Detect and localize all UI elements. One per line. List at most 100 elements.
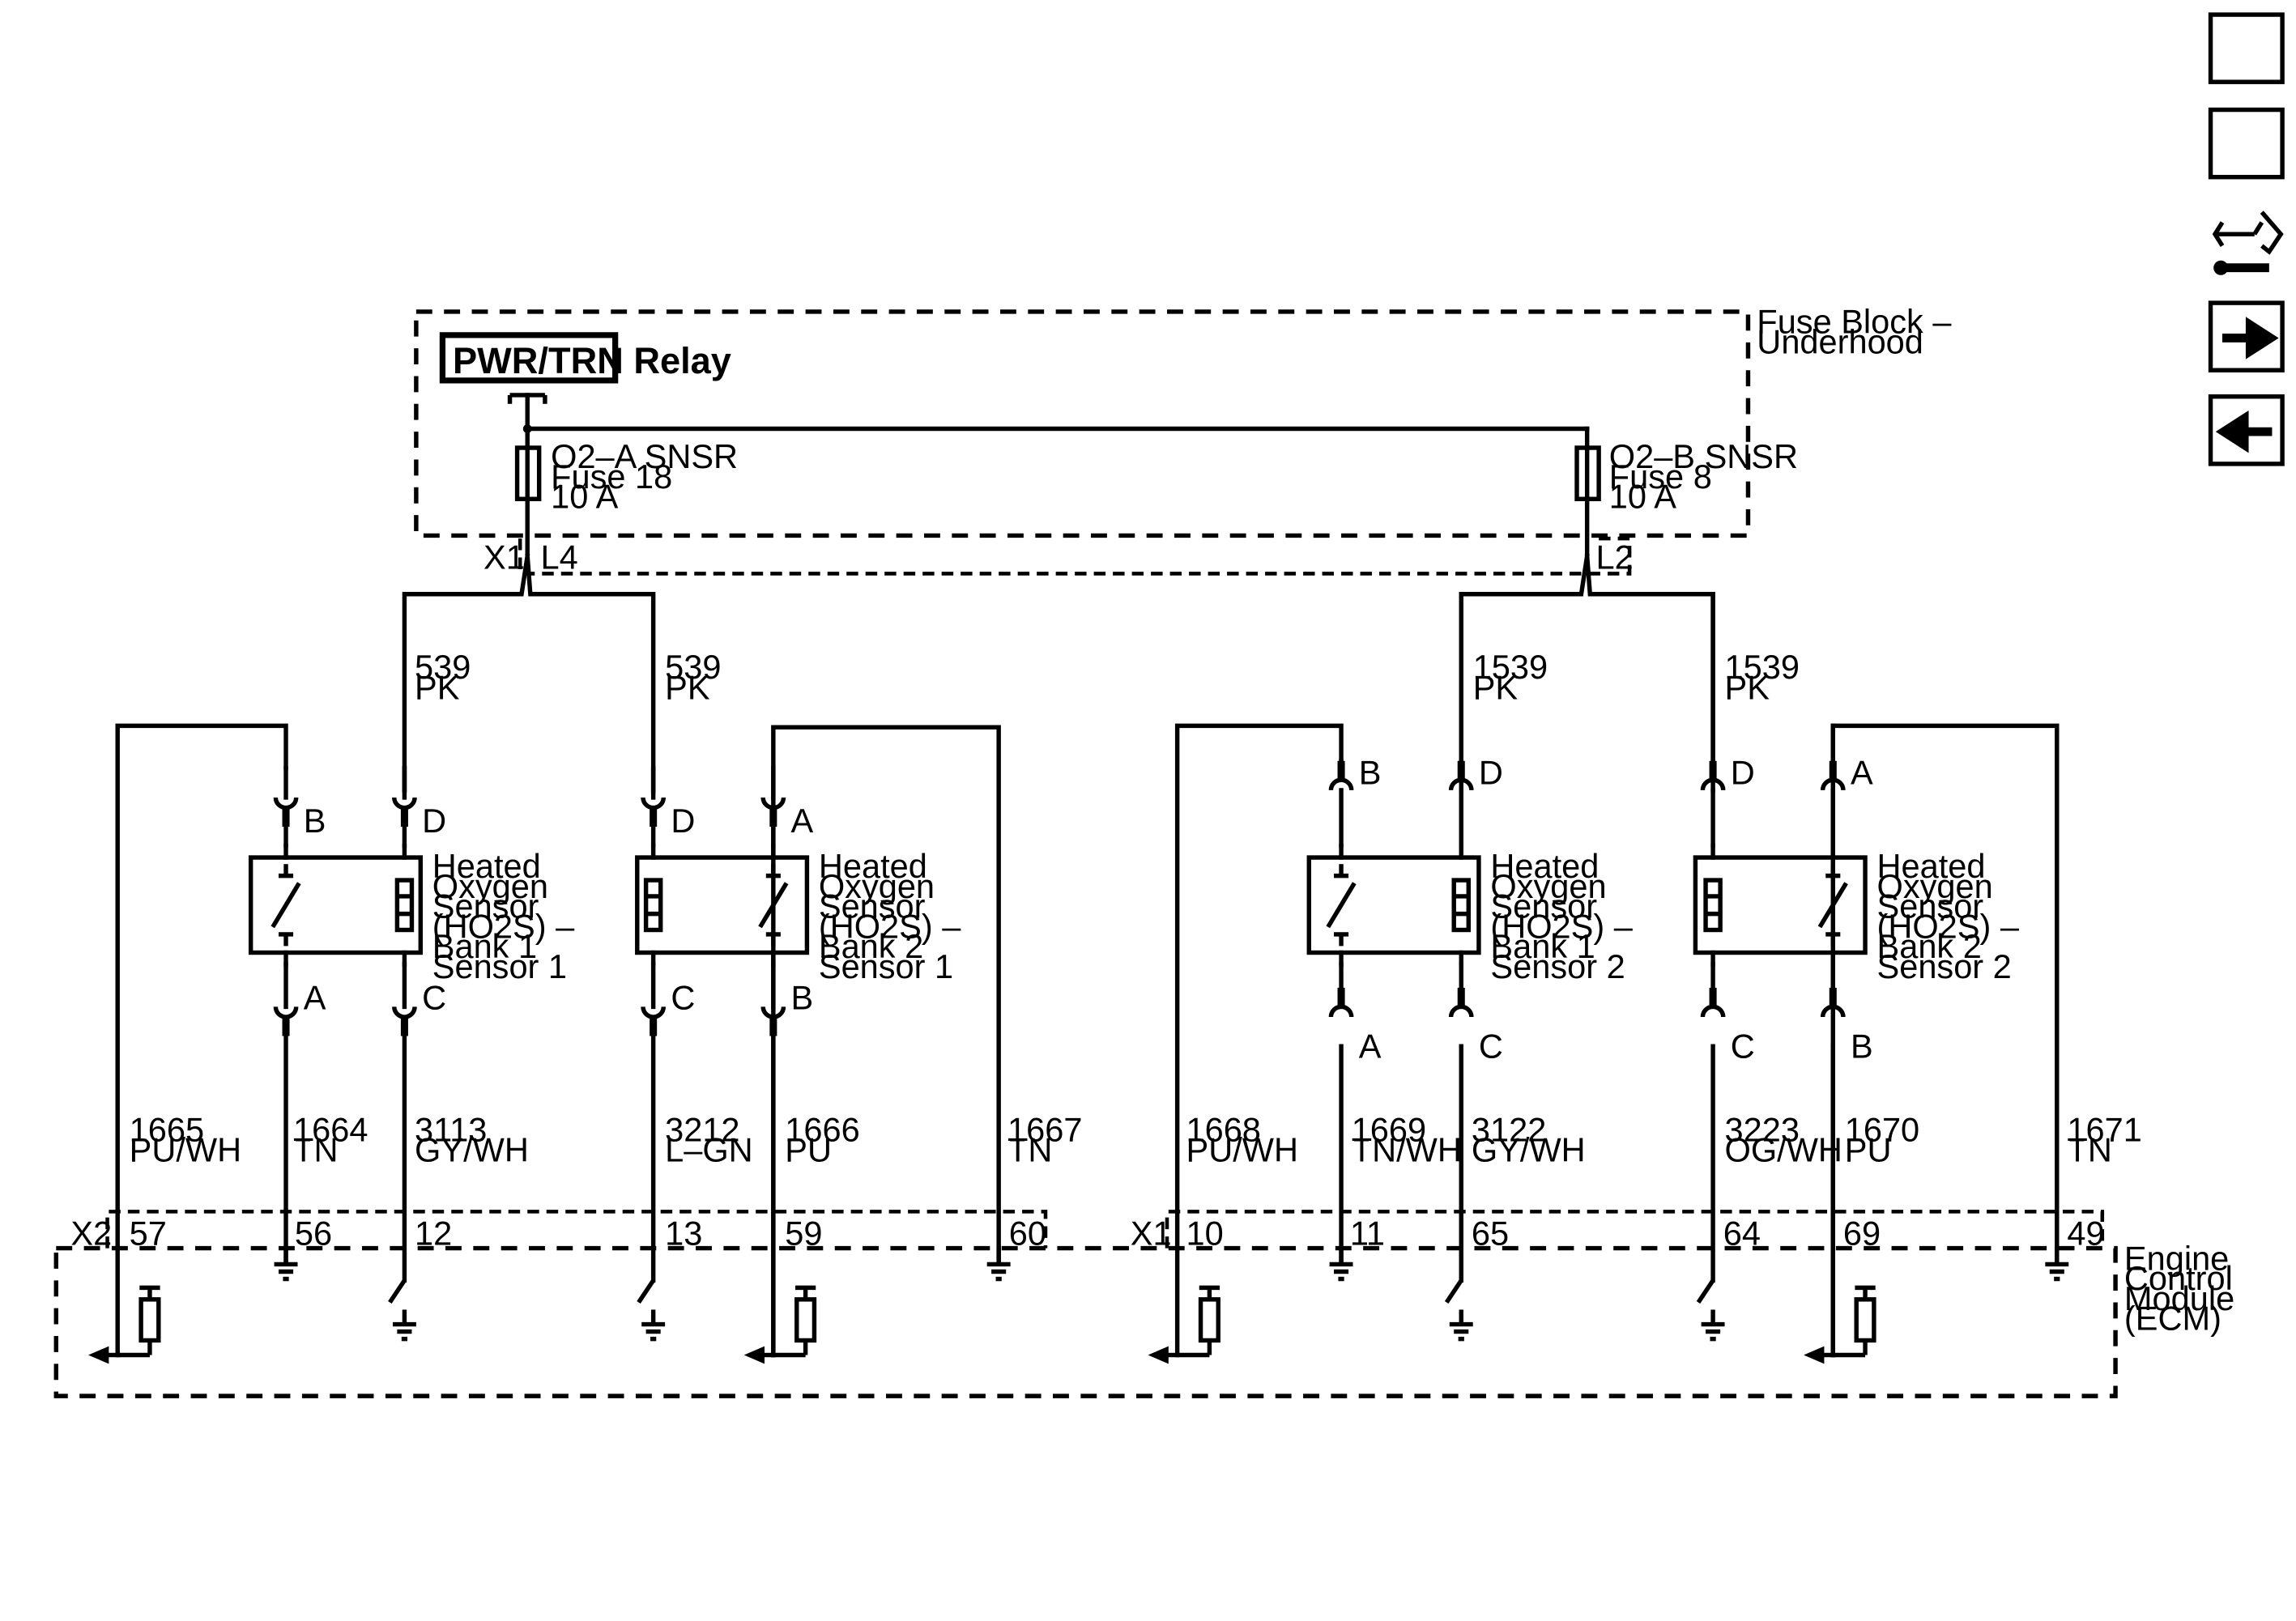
ecm-x1-label: X1 [1131, 1215, 1172, 1253]
desc-button[interactable] [2208, 107, 2285, 180]
supply-wire-num: 1539 [1725, 648, 1800, 686]
next-button[interactable] [2208, 300, 2285, 372]
sw-blade [758, 882, 789, 929]
pin-label: C [1731, 1027, 1755, 1065]
signal-wire-color: TN [293, 1131, 338, 1169]
sensor-name-label: Oxygen [432, 867, 548, 905]
sensor-name-label: Bank 1 [1490, 927, 1595, 965]
ecm-pin-label: 59 [785, 1215, 822, 1253]
signal-wire-num: 3223 [1725, 1110, 1800, 1148]
sensor-name-label: Sensor 2 [1877, 947, 2012, 985]
sensor-name-label: Sensor [1877, 887, 1984, 925]
signal-wire-num: 1669 [1352, 1110, 1426, 1148]
connector-top [1328, 760, 1354, 791]
ecm-pin-label: 49 [2067, 1215, 2104, 1253]
wire-1539-b [1584, 553, 1715, 793]
signal-wire-color: PU/WH [130, 1131, 241, 1169]
ecm-x2-label: X2 [70, 1215, 112, 1253]
ecm-pin-label: 56 [295, 1215, 332, 1253]
sensor-name-label: Oxygen [1877, 867, 1993, 905]
nav-icons [2208, 12, 2285, 466]
ecm-switch [637, 1279, 656, 1325]
connector-glyph [2212, 211, 2284, 255]
heater-element [394, 878, 415, 933]
resistor [794, 1297, 817, 1343]
supply-wire-num: 539 [665, 648, 721, 686]
sensor-name-label: Bank 2 [819, 927, 923, 965]
x1-connector-strip [518, 536, 1632, 576]
sensor-heater [1703, 878, 1723, 933]
ground-icon [1701, 1321, 1725, 1342]
sensor-name-label: Sensor 2 [1490, 947, 1625, 985]
signal-wire-num: 1666 [785, 1110, 859, 1148]
ecm-pin-label: 12 [415, 1215, 452, 1253]
signal-wire-num: 3113 [415, 1110, 487, 1148]
signal-wire-num: 1670 [1845, 1110, 1919, 1148]
signal-wire-color: TN [2067, 1131, 2111, 1169]
connector-top [760, 797, 786, 828]
supply-wire-color: PK [1725, 669, 1770, 707]
connector-top [392, 797, 417, 828]
ground-icon [274, 1261, 298, 1282]
sensor-name-label: Sensor [432, 887, 539, 925]
signal-wire-color: PU [1845, 1131, 1892, 1169]
sw-blade [270, 882, 301, 929]
heater-element [643, 878, 663, 933]
ecm-switch [388, 1279, 407, 1325]
arrow-right-icon [2222, 317, 2279, 360]
fuse-b-label: 10 A [1609, 478, 1676, 516]
sensor-name-label: Sensor 1 [819, 947, 953, 985]
sensor-name-label: Bank 1 [432, 927, 537, 965]
pin-cup [273, 1006, 299, 1019]
ground-icon [641, 1321, 666, 1342]
fuse-block-title: Underhood [1757, 322, 1923, 360]
switch-blade [1696, 1279, 1715, 1304]
x2-connector-strip [105, 1210, 1048, 1249]
ecm-reference-circuit [743, 1285, 817, 1364]
ecm-title: (ECM) [2124, 1300, 2221, 1338]
sensor-name-label: (HO2S) – [1490, 907, 1633, 945]
signal-wire-color: TN/WH [1352, 1131, 1462, 1169]
fuse-a-label: Fuse 18 [551, 457, 672, 496]
loc-button-frame [2208, 12, 2285, 84]
ecm-reference-circuit [1148, 1285, 1220, 1364]
heater-element [1451, 878, 1471, 933]
ecm-boundary [53, 1245, 2118, 1398]
ecm-pin-label: 13 [665, 1215, 702, 1253]
signal-wire-color: PU [785, 1131, 832, 1169]
sensor-name-label: Bank 2 [1877, 927, 1982, 965]
ecm-pin-label: 65 [1472, 1215, 1509, 1253]
pin-label: B [791, 979, 814, 1017]
signal-wire-color: GY/WH [1472, 1131, 1586, 1169]
connector-bottom [1700, 987, 1726, 1018]
sensor-name-label: Heated [1877, 847, 1986, 885]
sensor-box [1693, 855, 1868, 955]
loc-button[interactable] [2208, 12, 2285, 84]
pin-label: A [1359, 1027, 1382, 1065]
connector-bottom [760, 1006, 786, 1036]
ground-icon [986, 1261, 1011, 1282]
relay-box [439, 332, 619, 384]
supply-wire-color: PK [415, 669, 460, 707]
sensor-box [1306, 855, 1481, 955]
resistor [138, 1297, 161, 1343]
pin-label: D [1479, 753, 1503, 791]
sensor-name-label: (HO2S) – [432, 907, 575, 945]
prev-button[interactable] [2208, 394, 2285, 466]
signal-wire-color: L–GN [665, 1131, 753, 1169]
pin-cup [1700, 1004, 1726, 1018]
connector-wrench-icon[interactable] [2212, 211, 2284, 275]
connector-top [1820, 760, 1846, 791]
fuse-b-label: Fuse 8 [1609, 457, 1712, 496]
signal-wire-num: 1664 [293, 1110, 368, 1148]
fuse-a-label: 10 A [551, 478, 618, 516]
pin-label: A [1851, 753, 1873, 791]
switch-blade [637, 1279, 655, 1304]
ground-icon [2045, 1261, 2069, 1282]
ecm-pin-label: 69 [1843, 1215, 1881, 1253]
sensor-switch [758, 864, 789, 947]
ground-icon [1449, 1321, 1473, 1342]
pin-label: B [1359, 753, 1382, 791]
